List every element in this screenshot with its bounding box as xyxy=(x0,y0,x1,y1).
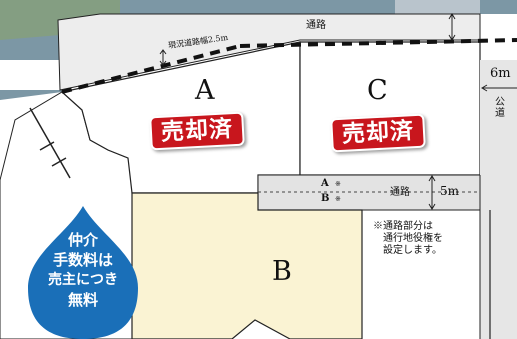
public-road xyxy=(480,60,517,339)
commission-badge-line-4: 無料 xyxy=(67,291,98,309)
lot-c xyxy=(299,41,481,176)
north-arrow-icon xyxy=(29,107,71,179)
commission-badge-shape xyxy=(28,206,138,339)
public-road-width: 6m xyxy=(490,66,511,81)
inner-road-mark-a: A xyxy=(321,178,329,189)
lot-b-label: B xyxy=(272,256,292,287)
lot-c-label: C xyxy=(367,75,388,106)
note-line-1: ※通路部分は xyxy=(373,221,433,232)
public-road-label: 公道 xyxy=(495,97,505,119)
lot-c-sold-badge: 売却済 xyxy=(330,113,426,153)
commission-badge-line-1: 仲介 xyxy=(67,231,98,249)
existing-road-line xyxy=(61,38,517,94)
lot-a-sold-badge: 売却済 xyxy=(149,111,245,151)
commission-badge-line-2: 手数料は xyxy=(52,251,113,269)
public-road-arrow xyxy=(481,84,488,92)
note-line-2: 通行地役権を xyxy=(383,233,443,244)
lot-b xyxy=(131,192,363,339)
existing-road-arrows xyxy=(159,49,167,66)
commission-badge-line-3: 売主につき xyxy=(48,272,118,288)
inner-road-mark-b-symbol: ※ xyxy=(335,195,341,203)
top-road-arrows xyxy=(448,13,456,41)
note-line-3: 設定します。 xyxy=(383,245,442,256)
commission-badge: 仲介 手数料は 売主につき 無料 xyxy=(32,230,134,310)
inner-road-label: 通路 xyxy=(390,187,410,198)
north-arrow-bar xyxy=(51,157,67,167)
inner-road-arrows xyxy=(428,175,436,210)
lot-a-label: A xyxy=(195,75,215,106)
inner-road-mark-b: B xyxy=(321,193,330,204)
inner-road-mark-a-symbol: ※ xyxy=(335,180,341,188)
north-arrow-bar xyxy=(39,141,55,151)
road-top-label: 通路 xyxy=(306,20,326,31)
inner-road-width: 5m xyxy=(440,184,460,198)
